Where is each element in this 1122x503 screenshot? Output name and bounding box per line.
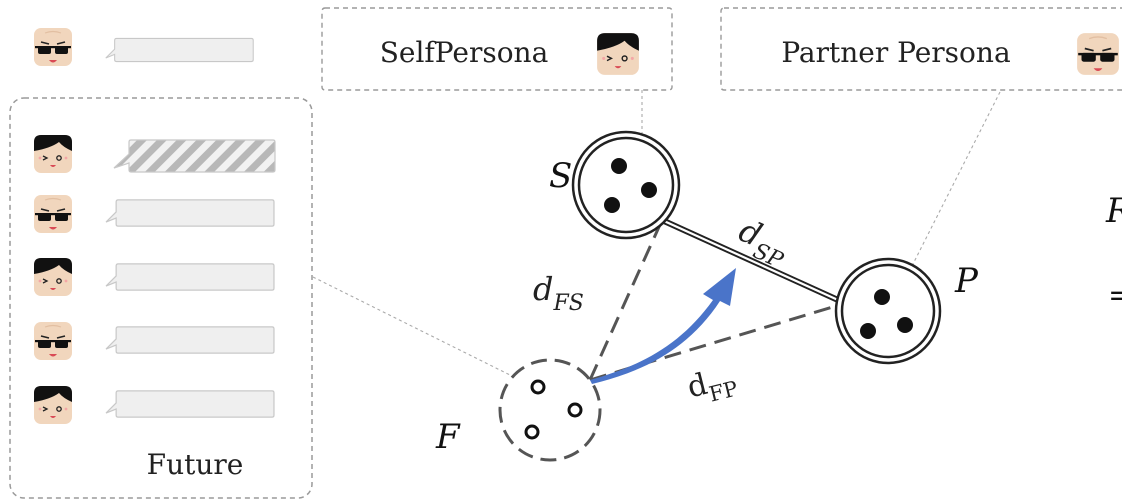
- partner-persona-face-icon: [33, 27, 73, 67]
- cut-off-r: R: [1105, 191, 1122, 231]
- partner-persona-face-icon: [33, 194, 73, 234]
- d-fs-label: dFS: [533, 270, 584, 316]
- node-p-label: P: [954, 261, 979, 301]
- partner-persona-face-icon: [33, 321, 73, 361]
- future-label: Future: [147, 448, 244, 481]
- edge-fs: [588, 217, 665, 381]
- d-fp-label: dFP: [684, 360, 740, 411]
- node-p: [834, 257, 942, 365]
- future-box: [9, 97, 313, 499]
- node-f-label: F: [435, 417, 461, 457]
- curved-arrow-icon: [590, 268, 736, 384]
- partner-persona-face-icon: [1076, 32, 1120, 76]
- self-persona-face-icon: [33, 385, 73, 425]
- future-connector: [312, 276, 511, 376]
- speech-bubble: [105, 199, 275, 227]
- svg-text:dSP: dSP: [730, 211, 796, 274]
- partner-persona-box: [720, 7, 1122, 91]
- self-persona-label: SelfPersona: [380, 36, 549, 69]
- svg-text:dFP: dFP: [684, 360, 740, 411]
- speech-bubble: [105, 37, 254, 63]
- speech-bubble: [105, 326, 275, 354]
- d-sp-label: dSP: [730, 211, 796, 274]
- node-f: [498, 358, 602, 462]
- self-persona-face-icon: [33, 257, 73, 297]
- speech-bubble: [105, 390, 275, 418]
- self-persona-face-icon: [596, 32, 640, 76]
- predicted-speech-bubble: [113, 139, 276, 173]
- speech-bubble: [105, 263, 275, 291]
- cut-off-equals: =: [1108, 278, 1122, 313]
- partner-connector: [911, 91, 1001, 267]
- node-s-label: S: [549, 156, 572, 196]
- partner-persona-label: Partner Persona: [781, 36, 1010, 69]
- node-s: [571, 130, 681, 240]
- self-persona-box: [321, 7, 673, 91]
- self-persona-face-icon: [33, 134, 73, 174]
